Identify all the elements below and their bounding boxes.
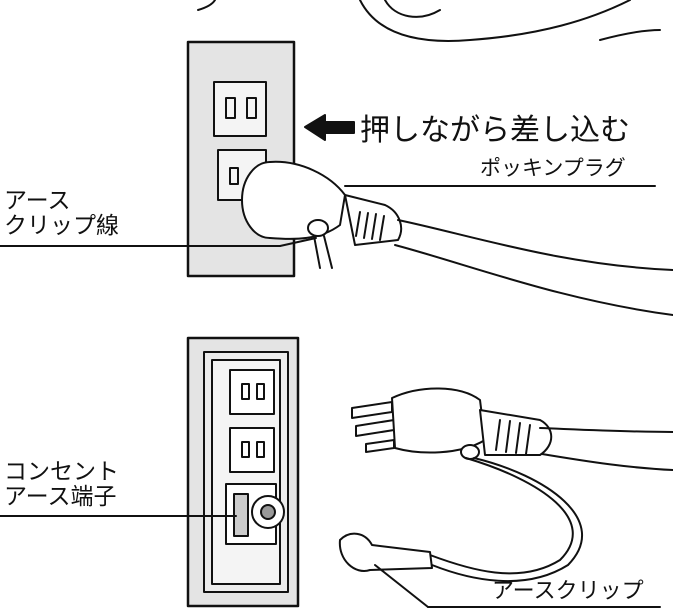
clip-wire-label-line-2: クリップ線: [4, 213, 119, 240]
plug-label: ポッキンプラグ: [480, 156, 626, 180]
push-instruction-label: 押しながら差し込む: [360, 113, 630, 148]
push-arrow-icon: [304, 114, 355, 141]
top-cord-remnant: [359, 0, 631, 42]
clip-wire-label: アース クリップ線: [4, 188, 119, 240]
outlet-terminal-label-line-1: コンセント: [4, 459, 119, 485]
upper-wall-plate: [186, 40, 296, 278]
clip-wire-label-line-1: アース: [4, 188, 71, 214]
upper-clip-wire: [307, 219, 333, 269]
clip-label: アースクリップ: [492, 579, 644, 604]
lower-wall-plate: [186, 336, 300, 608]
lower-plug: [351, 387, 673, 471]
upper-plug: [241, 160, 673, 316]
outlet-terminal-label-line-2: アース端子: [4, 484, 117, 511]
outlet-terminal-label: コンセント アース端子: [4, 459, 119, 511]
lower-clip-wire: [338, 444, 583, 583]
